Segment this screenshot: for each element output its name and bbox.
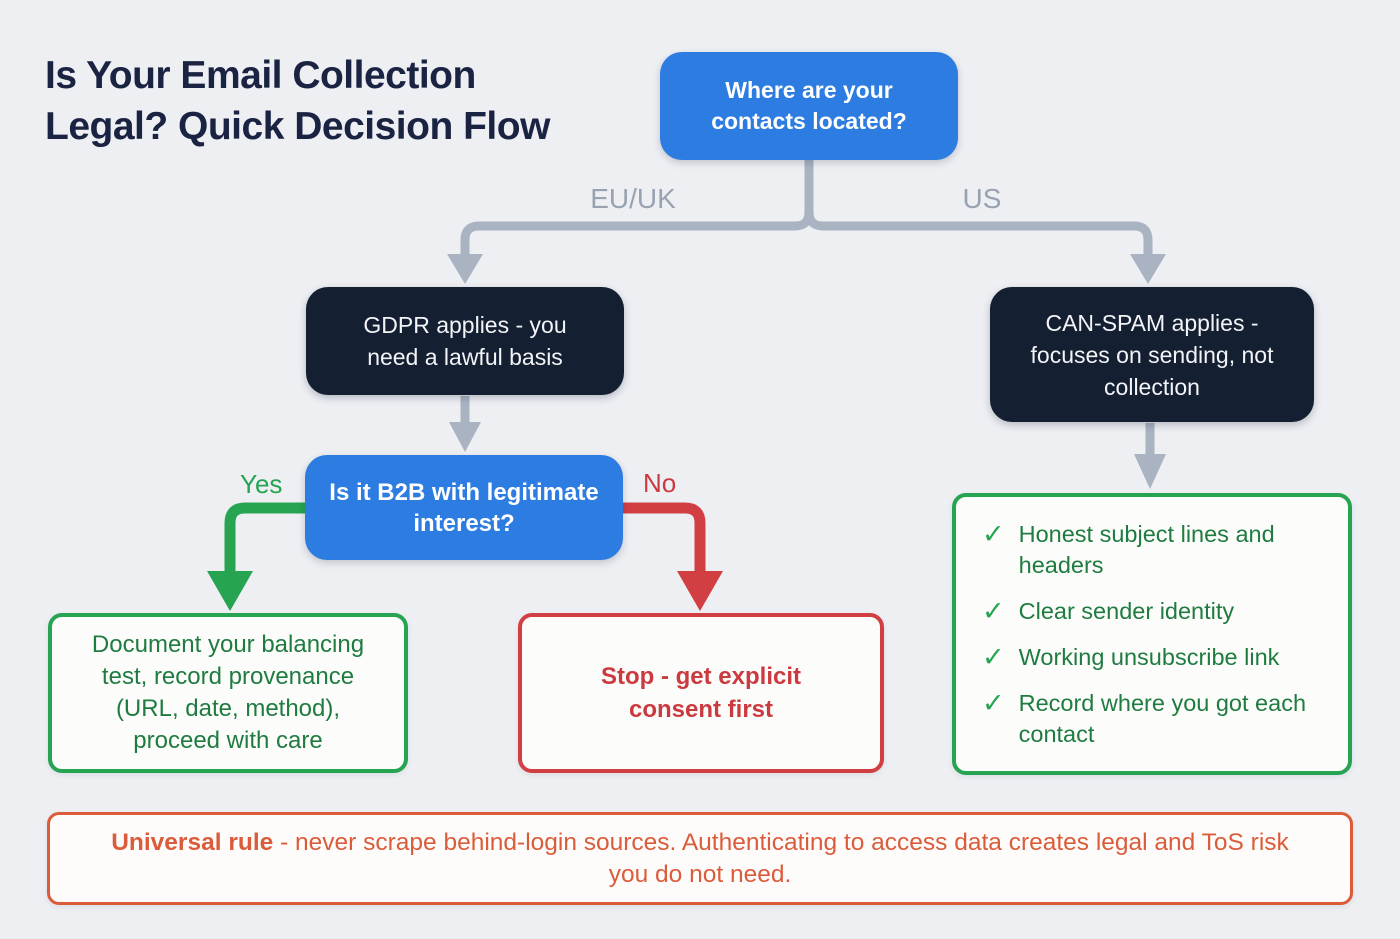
- canspam-to-checklist-arrowhead: [1134, 454, 1166, 489]
- page-title-line2: Legal? Quick Decision Flow: [45, 105, 550, 148]
- canspam-checklist: ✓ Honest subject lines and headers ✓ Cle…: [952, 493, 1352, 775]
- page-title: Is Your Email Collection Legal? Quick De…: [45, 50, 550, 152]
- node-contacts-located: Where are your contacts located?: [660, 52, 958, 160]
- branch-arrowhead-left: [447, 254, 483, 284]
- outcome-document-balancing-test: Document your balancing test, record pro…: [48, 613, 408, 773]
- checkmark-icon: ✓: [982, 641, 1005, 672]
- checklist-item-label: Record where you got each contact: [1018, 689, 1307, 747]
- branch-label-us: US: [962, 183, 1002, 214]
- checkmark-icon: ✓: [982, 518, 1005, 549]
- branch-line-right: [804, 160, 1153, 256]
- checklist-item-label: Honest subject lines and headers: [1018, 520, 1275, 578]
- branch-arrowhead-right: [1130, 254, 1166, 284]
- universal-rule-banner: Universal rule - never scrape behind-log…: [47, 812, 1353, 905]
- checklist-item: ✓ Record where you got each contact: [982, 688, 1322, 750]
- node-gdpr-applies: GDPR applies - you need a lawful basis: [306, 287, 624, 395]
- yes-line: [224, 502, 306, 574]
- no-arrowhead: [677, 571, 723, 611]
- checklist-item: ✓ Working unsubscribe link: [982, 642, 1322, 673]
- gdpr-to-b2b-arrowhead: [449, 422, 481, 452]
- outcome-stop-get-consent: Stop - get explicit consent first: [518, 613, 884, 773]
- no-label: No: [643, 468, 677, 498]
- checkmark-icon: ✓: [982, 687, 1005, 718]
- yes-arrowhead: [207, 571, 253, 611]
- checklist-item: ✓ Clear sender identity: [982, 596, 1322, 627]
- checklist-item-label: Working unsubscribe link: [1018, 643, 1280, 670]
- node-b2b-question: Is it B2B with legitimate interest?: [305, 455, 623, 560]
- checklist-item: ✓ Honest subject lines and headers: [982, 519, 1322, 581]
- node-canspam-applies: CAN-SPAM applies - focuses on sending, n…: [990, 287, 1314, 422]
- universal-rule-text: Universal rule - never scrape behind-log…: [50, 827, 1350, 891]
- universal-rule-rest: - never scrape behind-login sources. Aut…: [273, 828, 1289, 888]
- branch-label-eu-uk: EU/UK: [590, 183, 676, 214]
- checkmark-icon: ✓: [982, 595, 1005, 626]
- universal-rule-bold: Universal rule: [111, 828, 274, 856]
- no-line: [622, 502, 706, 574]
- checklist-item-label: Clear sender identity: [1018, 597, 1235, 624]
- page-title-line1: Is Your Email Collection: [45, 54, 476, 97]
- yes-label: Yes: [240, 469, 283, 499]
